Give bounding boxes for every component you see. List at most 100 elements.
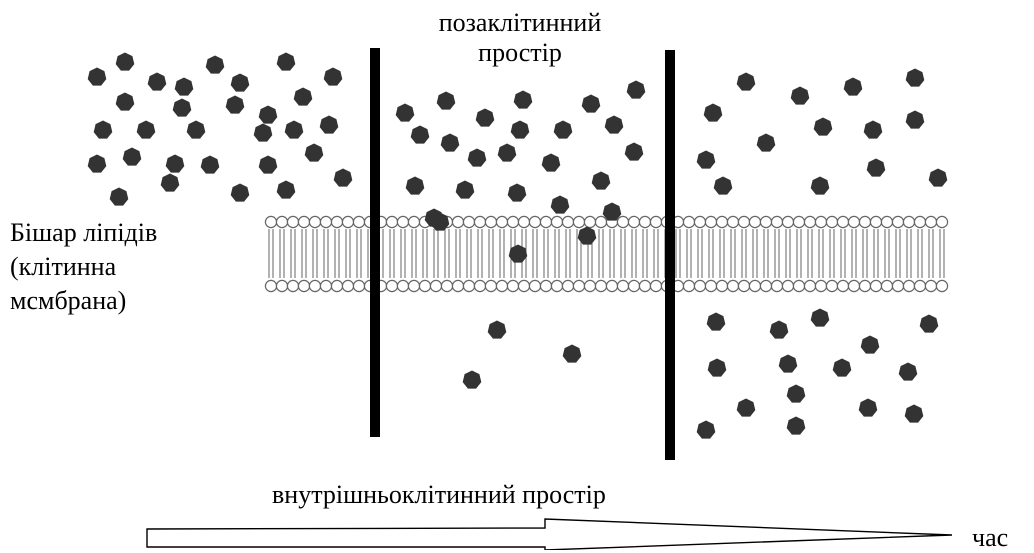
lipid-tails [862,229,868,278]
lipid-head [803,279,817,293]
lipid-head [319,279,333,293]
molecule [706,312,726,331]
lipid-tails [829,229,835,278]
lipid-bilayer [264,215,949,293]
lipid-tails [818,229,824,278]
molecule [703,103,723,122]
molecule [553,120,573,139]
lipid-head [539,215,553,229]
lipid-head [814,215,828,229]
lipid-head [748,279,762,293]
molecule [323,67,343,86]
lipid-head [539,279,553,293]
molecule [786,416,806,435]
molecule [93,120,113,139]
molecule [174,77,194,96]
molecule [858,398,878,417]
lipid-head [396,215,410,229]
lipid-head [440,279,454,293]
intracellular-space-label: внутрішньоклітинний простір [272,480,606,509]
lipid-tails [334,229,340,278]
lipid-head [858,279,872,293]
lipid-tails [400,229,406,278]
lipid-tails [466,229,472,278]
lipid-tails [873,229,879,278]
molecule [756,133,776,152]
lipid-head [484,215,498,229]
lipid-head [396,279,410,293]
lipid-head [583,215,597,229]
molecule [230,73,250,92]
lipid-head [880,215,894,229]
lipid-head [330,279,344,293]
lipid-tails [620,229,626,278]
lipid-tails [279,229,285,278]
molecule [462,370,482,389]
molecule [200,155,220,174]
lipid-head [737,279,751,293]
lipid-tails [356,229,362,278]
lipid-head [561,215,575,229]
lipid-tails [796,229,802,278]
lipid-head [814,279,828,293]
lipid-head [594,279,608,293]
lipid-tails [532,229,538,278]
lipid-head [506,215,520,229]
molecules [87,52,948,439]
molecule [497,143,517,162]
molecule [276,180,296,199]
molecule [430,212,450,231]
molecule [928,168,948,187]
lipid-head [286,215,300,229]
molecule [626,80,646,99]
lipid-tails [675,229,681,278]
lipid-tails [433,229,439,278]
lipid-head [451,215,465,229]
lipid-head [407,215,421,229]
lipid-head [462,279,476,293]
lipid-tails [389,229,395,278]
molecule [541,153,561,172]
molecule [736,72,756,91]
lipid-head [781,279,795,293]
lipid-tails [301,229,307,278]
molecule [790,86,810,105]
lipid-head [726,279,740,293]
lipid-tails [631,229,637,278]
time-arrow [146,518,953,550]
lipid-head [418,279,432,293]
lipid-head [572,215,586,229]
molecule [707,358,727,377]
molecule [562,344,582,363]
lipid-head [385,215,399,229]
molecule [258,155,278,174]
molecule [696,150,716,169]
lipid-head [341,279,355,293]
molecule [508,244,528,263]
molecule [624,142,644,161]
lipid-head [583,279,597,293]
lipid-head [869,279,883,293]
lipid-head [517,279,531,293]
molecule [186,120,206,139]
lipid-bilayer-label: Бішар ліпідів (клітинна мсмбрана) [10,218,158,315]
lipid-head [594,215,608,229]
molecule [225,95,245,114]
lipid-head [473,215,487,229]
molecule [904,404,924,423]
lipid-head [429,279,443,293]
lipid-head [682,279,696,293]
lipid-head [726,215,740,229]
lipid-tails [697,229,703,278]
molecule [786,384,806,403]
molecule [455,180,475,199]
lipid-head [330,215,344,229]
molecule [905,110,925,129]
lipid-head [891,215,905,229]
molecule [736,398,756,417]
lipid-tails [653,229,659,278]
molecule [284,120,304,139]
molecule [860,335,880,354]
lipid-tails [708,229,714,278]
